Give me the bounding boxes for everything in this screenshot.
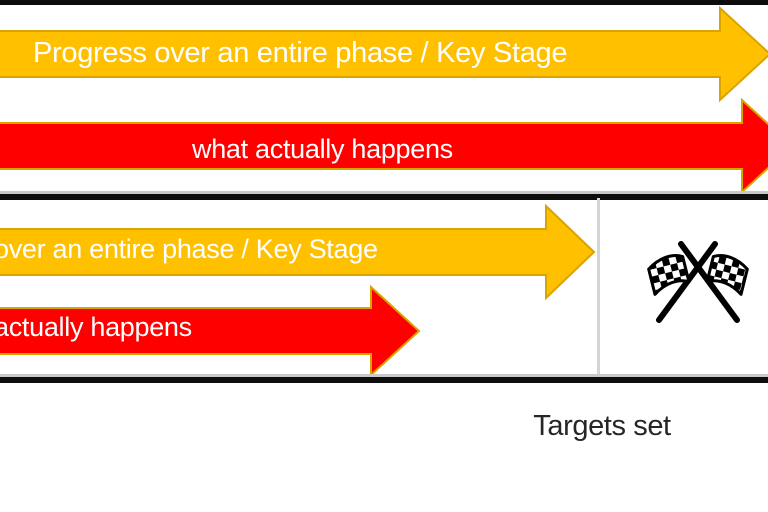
s1-yellow-arrow-shape — [0, 5, 768, 103]
divider-top — [0, 0, 768, 5]
divider-middle-shadow — [0, 191, 768, 194]
s1-red-arrow-shape — [0, 97, 768, 195]
milestone-divider — [597, 198, 600, 378]
divider-middle — [0, 194, 768, 200]
flag-right — [705, 254, 749, 296]
targets-set-caption: Targets set — [533, 410, 671, 442]
s1-red-arrow[interactable] — [0, 96, 768, 196]
s2-red-arrow-shape — [0, 284, 421, 378]
divider-bottom-shadow — [0, 374, 768, 377]
s2-yellow-arrow-shape — [0, 203, 596, 301]
s1-yellow-arrow[interactable] — [0, 5, 768, 103]
checkered-flags-icon — [647, 241, 749, 323]
divider-bottom — [0, 377, 768, 383]
s2-yellow-arrow[interactable] — [0, 203, 600, 303]
s2-red-arrow[interactable] — [0, 284, 430, 378]
flag-left — [647, 254, 691, 296]
